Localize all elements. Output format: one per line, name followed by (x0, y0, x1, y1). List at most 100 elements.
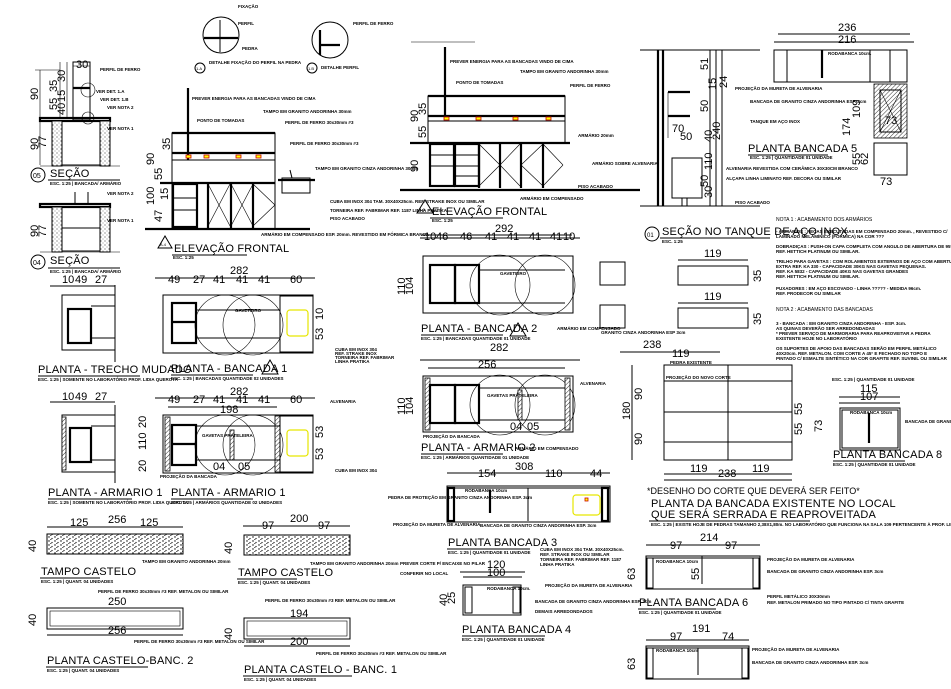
castle-plan-bench-1: 194 40 200 PERFIL DE FERRO 30x30mm #3 RE… (223, 598, 447, 682)
svg-text:25: 25 (446, 592, 458, 604)
castle-plan-bench-1-title: PLANTA CASTELO - BANC. 1 (244, 664, 397, 676)
svg-text:40: 40 (27, 540, 39, 552)
svg-text:PERFIL DE FERRO: PERFIL DE FERRO (570, 83, 611, 88)
svg-text:110: 110 (703, 152, 715, 170)
svg-text:35: 35 (752, 313, 764, 325)
svg-text:50: 50 (699, 100, 711, 112)
svg-text:216: 216 (838, 34, 856, 46)
plan-countertop-1-title: PLANTA - BANCADA 1 (171, 363, 288, 375)
svg-text:10: 10 (62, 274, 74, 286)
svg-text:ARMÁRIO EM COMPENSADO ESP. 20m: ARMÁRIO EM COMPENSADO ESP. 20mm. REVESTI… (261, 230, 430, 237)
svg-text:154: 154 (478, 468, 496, 480)
svg-text:174: 174 (841, 118, 853, 136)
svg-text:107: 107 (860, 391, 878, 403)
svg-text:292: 292 (495, 223, 513, 235)
svg-text:44: 44 (590, 468, 602, 480)
svg-text:TRILHO PARA GAVETAS : COM ROLA: TRILHO PARA GAVETAS : COM ROLAMENTOS EXT… (776, 259, 951, 264)
plan-countertop-4-title: PLANTA BANCADA 4 (462, 624, 571, 636)
svg-text:REF. METALON PRIMADO NO TIPO P: REF. METALON PRIMADO NO TIPO PINTADO C/ … (767, 600, 904, 605)
castle-top-1-title: TAMPO CASTELO (41, 566, 137, 578)
svg-text:97: 97 (318, 520, 330, 532)
svg-text:VER NOTA 1: VER NOTA 1 (107, 218, 134, 223)
svg-text:15: 15 (159, 188, 171, 200)
svg-text:70: 70 (672, 123, 684, 135)
svg-text:REF. HETTICH PLATINUM OU SIMIL: REF. HETTICH PLATINUM OU SIMILAR. (776, 274, 860, 279)
svg-text:DEMAIS ARREDONDADOS: DEMAIS ARREDONDADOS (535, 609, 593, 614)
svg-text:77: 77 (37, 225, 49, 237)
svg-text:05: 05 (527, 421, 539, 433)
svg-text:TORNEIRA REF. FABRIMAR: TORNEIRA REF. FABRIMAR (335, 355, 395, 360)
svg-text:05: 05 (33, 173, 41, 180)
svg-text:40X20cm. REF. METALON. COM COR: 40X20cm. REF. METALON. COM CORTE A 45° E… (776, 351, 927, 356)
svg-text:ESC. 1:25 | BANCADA/ ARMÁRIO: ESC. 1:25 | BANCADA/ ARMÁRIO (50, 268, 122, 274)
svg-text:46: 46 (460, 231, 472, 243)
svg-text:125: 125 (70, 517, 88, 529)
svg-text:200: 200 (290, 513, 308, 525)
svg-text:20: 20 (137, 460, 149, 472)
svg-text:15: 15 (56, 90, 68, 102)
existing-countertop-title: PLANTA DA BANCADA EXISTENTE NO LOCAL (651, 498, 896, 510)
svg-text:27: 27 (193, 394, 205, 406)
castle-plan-bench-2: 250 40 256 PERFIL DE FERRO 30x30mm #3 RE… (27, 589, 265, 673)
svg-text:REF. STRAKE INOX: REF. STRAKE INOX (335, 351, 377, 356)
plan-cabinet-2: 282 256 GAVETAS PRATELEIRA 04 05 110 104… (396, 342, 607, 460)
svg-text:ARMÁRIO EM COMPENSADO: ARMÁRIO EM COMPENSADO (520, 195, 584, 201)
svg-text:ESC. 1:25 | SOMENTE NO LABORAT: ESC. 1:25 | SOMENTE NO LABORATÓRIO PROF.… (38, 375, 179, 382)
cut-drawing-title: *DESENHO DO CORTE QUE DEVERÁ SER FEITO* (647, 486, 860, 496)
svg-text:119: 119 (704, 291, 722, 303)
svg-text:LINHA PRATIKA: LINHA PRATIKA (335, 359, 370, 364)
sink-highlight (286, 309, 309, 337)
svg-text:41: 41 (213, 394, 225, 406)
note-2-title: NOTA 2 : ACABAMENTO DAS BANCADAS (776, 307, 873, 313)
svg-text:PROJEÇÃO DO NOVO CORTE: PROJEÇÃO DO NOVO CORTE (666, 374, 731, 380)
svg-text:41: 41 (550, 231, 562, 243)
svg-text:30: 30 (703, 186, 715, 198)
svg-text:TAMPO EM GRANITO CINZA ANDORIN: TAMPO EM GRANITO CINZA ANDORINHA 30mm (315, 166, 418, 171)
svg-text:119: 119 (752, 463, 770, 475)
plan-cabinet-1-small-title: PLANTA - ARMARIO 1 (48, 487, 163, 499)
svg-text:04: 04 (33, 260, 41, 267)
section-01-title: SEÇÃO NO TANQUE DE AÇO INOX (662, 225, 848, 238)
svg-text:ALÇAPA LINHA LIMINATO REF. DEC: ALÇAPA LINHA LIMINATO REF. DECORA OU SIM… (726, 176, 842, 181)
svg-text:TAMPO EM GRANITO ANDORINHA 30m: TAMPO EM GRANITO ANDORINHA 30mm (263, 109, 352, 114)
plan-countertop-2: GAVETEIRO 110 104 ARMÁRIO EM COMPENSADO … (396, 237, 621, 341)
svg-text:04: 04 (510, 421, 522, 433)
svg-text:EXISTENTE HOJE NO LABORATÓRIO: EXISTENTE HOJE NO LABORATÓRIO (776, 334, 857, 341)
svg-text:ESC. 1:25 | QUANTIDADE 01 UNID: ESC. 1:25 | QUANTIDADE 01 UNIDADE (832, 377, 915, 382)
svg-text:53: 53 (314, 448, 326, 460)
svg-text:ESC. 1:25 | BANCADAS QUANTIDAD: ESC. 1:25 | BANCADAS QUANTIDADE 01 UNIDA… (421, 336, 531, 341)
svg-text:ESC. 1:25 | QUANTIDADE 01 UNID: ESC. 1:25 | QUANTIDADE 01 UNIDADE (750, 155, 833, 160)
svg-text:77: 77 (37, 136, 49, 148)
plan-changed-section: 10 49 27 PLANTA - TRECHO MUDADO ESC. 1:2… (38, 274, 192, 382)
svg-text:47: 47 (153, 210, 165, 222)
svg-text:55: 55 (793, 403, 805, 415)
svg-text:PERFIL DE FERRO 30x30mm #3 REF: PERFIL DE FERRO 30x30mm #3 REF. METALON … (134, 639, 265, 644)
svg-text:110: 110 (396, 277, 408, 295)
svg-text:RODABANCA 10cm.: RODABANCA 10cm. (828, 51, 871, 56)
front-elevation-2-title: ELEVAÇÃO FRONTAL (432, 205, 547, 218)
svg-text:41: 41 (213, 274, 225, 286)
svg-text:27: 27 (95, 274, 107, 286)
front-elevation-2: 35 55 90 90 PREVER ENERGIA PARA AS BANCA… (400, 41, 659, 243)
section-05-title: SEÇÃO (50, 167, 90, 180)
svg-text:ESC. 1:25: ESC. 1:25 (432, 218, 453, 223)
sink-highlight (572, 494, 601, 516)
detail-1a-view: FIXAÇÃO PERFIL PEDRA 1.A DETALHE FIXAÇÃO… (194, 3, 302, 74)
svg-text:PONTO DE TOMADAS: PONTO DE TOMADAS (197, 118, 244, 123)
svg-text:35: 35 (417, 103, 429, 115)
svg-text:PISO ACABADO: PISO ACABADO (578, 184, 613, 189)
svg-text:CUBA EM INOX 304 TAM. 30X40X25: CUBA EM INOX 304 TAM. 30X40X25cm. (540, 547, 624, 552)
svg-text:62: 62 (859, 153, 871, 165)
svg-text:35: 35 (161, 138, 173, 150)
svg-text:GAVETAS PRATELEIRA: GAVETAS PRATELEIRA (487, 393, 539, 398)
svg-text:VER NOTA 2: VER NOTA 2 (107, 191, 134, 196)
svg-text:49: 49 (75, 274, 87, 286)
svg-text:PREVER ENERGIA PARA AS BANCADA: PREVER ENERGIA PARA AS BANCADAS VINDO DE… (192, 96, 316, 101)
svg-text:55: 55 (153, 168, 165, 180)
svg-text:PROJEÇÃO DA MURETA DE ALVENARI: PROJEÇÃO DA MURETA DE ALVENARIA (752, 646, 840, 652)
svg-text:41: 41 (258, 274, 270, 286)
svg-text:90: 90 (633, 433, 645, 445)
svg-text:ARMÁRIO 20mm: ARMÁRIO 20mm (578, 132, 614, 138)
svg-text:PROJEÇÃO DA MURETA DE ALVENARI: PROJEÇÃO DA MURETA DE ALVENARIA (767, 556, 855, 562)
svg-text:60: 60 (290, 274, 302, 286)
